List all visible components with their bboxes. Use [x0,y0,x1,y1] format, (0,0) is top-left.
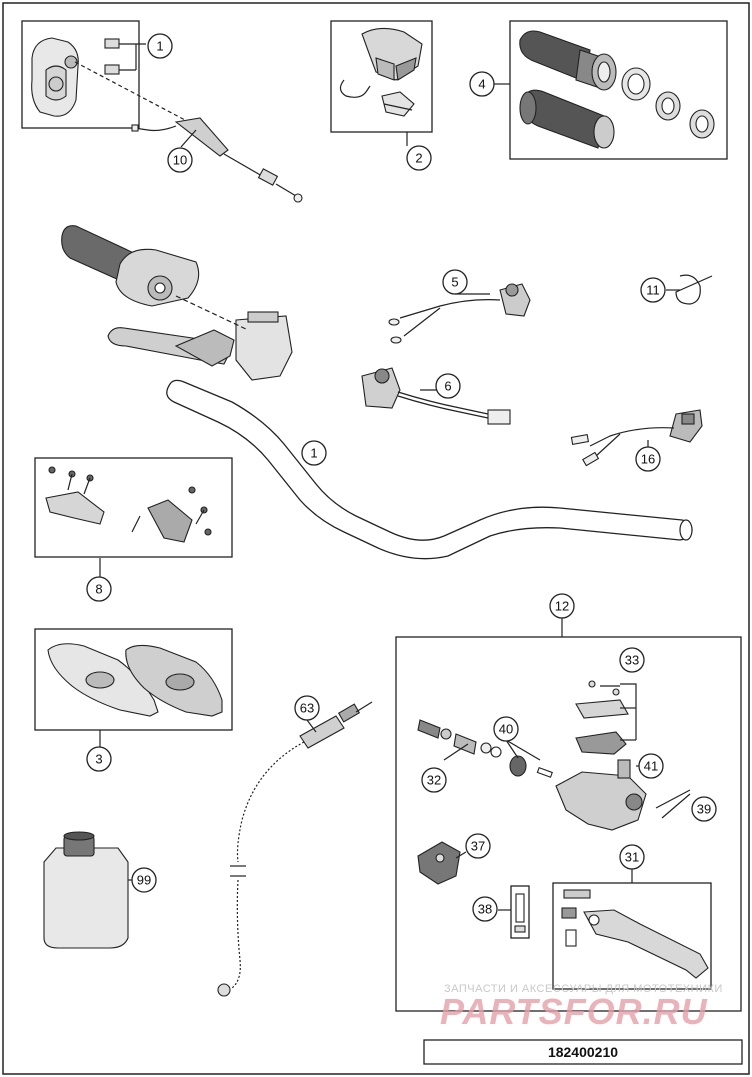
callout-38[interactable]: 38 [472,896,498,922]
callout-12-label: 12 [555,599,569,614]
callout-39[interactable]: 39 [691,796,717,822]
callout-4-label: 4 [478,77,485,92]
callout-7[interactable]: 1 [147,33,173,59]
callout-1[interactable]: 1 [301,440,327,466]
callout-63-label: 63 [300,701,314,716]
callout-3[interactable]: 3 [86,746,112,772]
master-cylinder-drawing [417,618,709,979]
callout-8-label: 8 [95,582,102,597]
callout-37-label: 37 [471,839,485,854]
callout-31-label: 31 [625,850,639,865]
callout-99-label: 99 [137,873,151,888]
callout-39-label: 39 [697,802,711,817]
callout-10[interactable]: 10 [167,147,193,173]
callout-7-label: 1 [156,39,163,54]
part-63-drawing [217,701,373,997]
callout-40[interactable]: 40 [493,716,519,742]
callout-16-label: 16 [641,452,655,467]
box-handguards [34,628,233,731]
part-3-drawing [47,643,223,748]
throttle-assembly-drawing [61,225,293,381]
part-6-drawing [361,367,511,425]
callout-6-label: 6 [444,379,451,394]
callout-32[interactable]: 32 [421,767,447,793]
watermark-logo: PARTSFOR.RU [440,991,708,1032]
callout-1-label: 1 [310,446,317,461]
callout-41[interactable]: 41 [638,753,664,779]
callout-12[interactable]: 12 [549,593,575,619]
box-master-cylinder [395,636,742,1012]
throttle-housing-drawing [31,37,186,121]
callout-16[interactable]: 16 [635,446,661,472]
callout-40-label: 40 [499,722,513,737]
callout-11-label: 11 [646,283,660,298]
callout-6[interactable]: 6 [435,373,461,399]
callout-38-label: 38 [478,902,492,917]
callout-8[interactable]: 8 [86,576,112,602]
document-number-box [423,1039,743,1065]
callout-5-label: 5 [451,275,458,290]
grips-drawing [494,30,715,149]
callout-33-label: 33 [625,653,639,668]
callout-41-label: 41 [644,759,658,774]
callout-63[interactable]: 63 [294,695,320,721]
handlebar-drawing [166,379,693,560]
box-throttle-housing [21,20,140,129]
callout-5[interactable]: 5 [442,269,468,295]
callout-31[interactable]: 31 [619,844,645,870]
document-number: 182400210 [548,1044,618,1060]
part-5-drawing [388,283,531,344]
callout-4[interactable]: 4 [469,71,495,97]
part-16-drawing [570,409,703,467]
part-2-drawing [339,27,423,146]
callout-2[interactable]: 2 [406,145,432,171]
callout-32-label: 32 [427,773,441,788]
box-part-2 [330,20,433,133]
callout-37[interactable]: 37 [465,833,491,859]
callout-33[interactable]: 33 [619,647,645,673]
part-99-drawing [43,831,133,949]
watermark-caption: ЗАПЧАСТИ И АКСЕССУАРЫ ДЛЯ МОТОТЕХНИКИ [444,983,723,995]
box-grips [509,20,728,160]
part-11-drawing [666,274,713,305]
box-bracket-set [34,457,233,558]
part-8-drawing [45,466,212,577]
callout-11[interactable]: 11 [640,277,666,303]
callout-3-label: 3 [95,752,102,767]
throttle-cable-drawing [131,117,303,203]
callout-2-label: 2 [415,151,422,166]
callout-99[interactable]: 99 [131,867,157,893]
callout-10-label: 10 [173,153,187,168]
